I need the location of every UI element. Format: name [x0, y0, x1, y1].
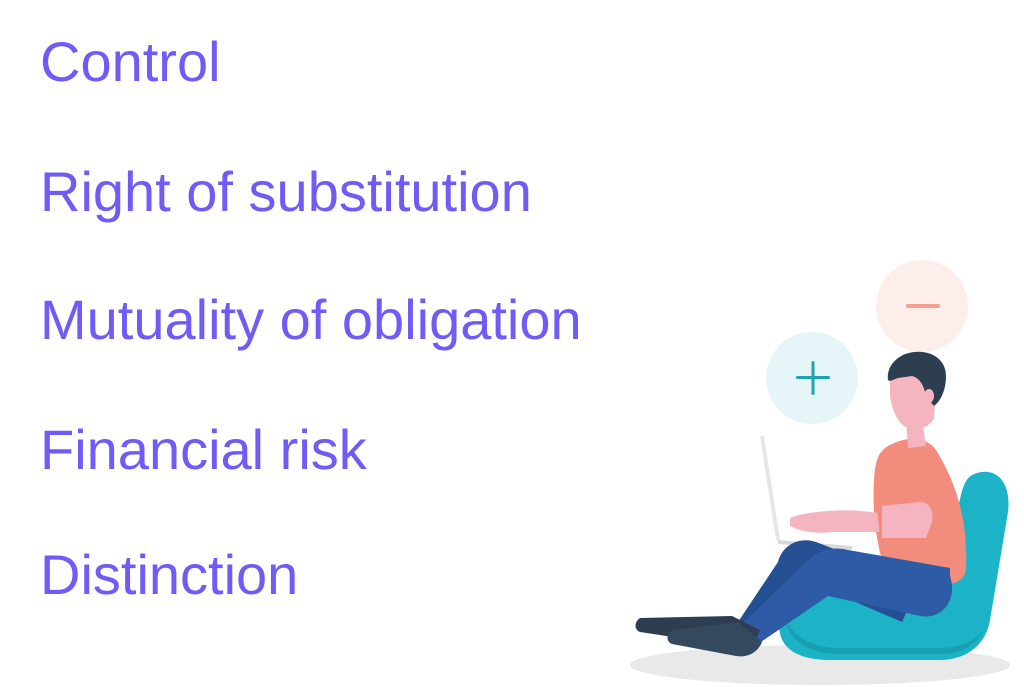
arm	[790, 510, 888, 533]
term-control: Control	[40, 30, 221, 93]
term-mutuality-of-obligation: Mutuality of obligation	[40, 288, 582, 351]
shoe-front	[667, 622, 762, 657]
term-distinction: Distinction	[40, 543, 299, 606]
term-right-of-substitution: Right of substitution	[40, 160, 532, 223]
plus-icon	[766, 332, 858, 424]
minus-icon	[876, 260, 968, 352]
upper-arm	[882, 502, 933, 538]
floor-chair	[779, 471, 1009, 660]
head	[887, 351, 946, 429]
laptop	[760, 436, 852, 550]
trousers-front-leg	[740, 548, 953, 644]
term-financial-risk: Financial risk	[40, 418, 367, 481]
person-with-laptop-illustration	[620, 250, 1024, 687]
